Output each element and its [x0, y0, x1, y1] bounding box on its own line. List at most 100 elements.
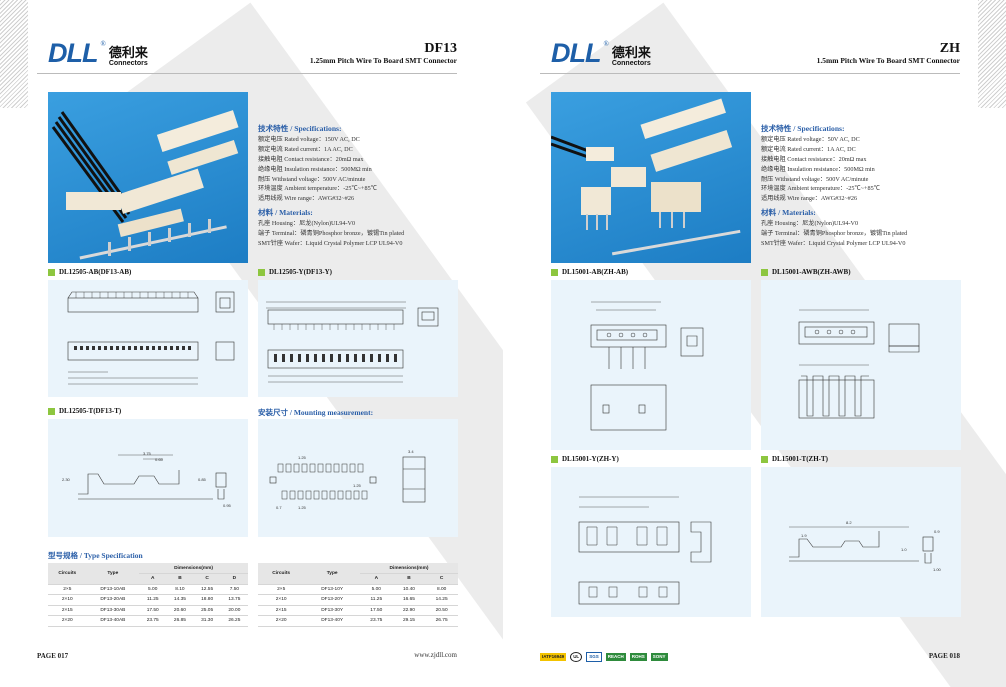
dim-label: 3.75 — [143, 451, 152, 456]
table-cell: 17.50 — [139, 605, 167, 616]
table-cell: 17.50 — [359, 605, 393, 616]
drawing-awb — [761, 280, 961, 450]
figure-label-ab: DL12505-AB(DF13-AB) — [48, 268, 131, 276]
table-cell: 31.30 — [193, 615, 221, 627]
col-header: Dimensions(mm) — [359, 563, 458, 574]
figure-label-text: DL15001-Y(ZH-Y) — [562, 455, 619, 463]
table-cell: DF13-30Y — [304, 605, 360, 616]
spec-line: 适用线规 Wire range：AWG#32~#26 — [258, 195, 355, 203]
model-subtitle: 1.25mm Pitch Wire To Board SMT Connector — [309, 56, 457, 65]
product-photo — [48, 92, 248, 263]
col-header: B — [392, 573, 426, 585]
decorative-stripe — [978, 0, 1006, 108]
brand-sub: Connectors — [611, 60, 651, 67]
dim-label: 8.2 — [846, 520, 852, 525]
green-square-icon — [761, 268, 768, 276]
col-header: Dimensions(mm) — [139, 563, 248, 574]
table-cell: 25.05 — [193, 605, 221, 616]
table-cell: 23.75 — [359, 615, 393, 627]
table-cell: 5.00 — [139, 584, 167, 595]
drawing-y — [551, 467, 751, 617]
spec-line: 额定电流 Rated current：1A AC, DC — [258, 145, 353, 153]
website-url[interactable]: www.zjdll.com — [414, 651, 457, 659]
spec-line: 适用线规 Wire range：AWG#32~#26 — [761, 195, 858, 203]
decorative-stripe — [0, 0, 28, 108]
table-cell: 13.75 — [220, 594, 248, 606]
table-cell: 2×10 — [48, 594, 87, 606]
col-header: D — [220, 573, 248, 585]
col-header: Circuits — [48, 563, 87, 585]
table-cell: 2×20 — [258, 615, 305, 627]
spec-title: 技术特性 / Specifications: — [761, 124, 845, 133]
table-cell: 26.25 — [220, 615, 248, 627]
figure-label-t: DL15001-T(ZH-T) — [761, 455, 828, 463]
type-spec-text: 型号规格 / Type Specification — [48, 551, 143, 560]
table-cell: 22.90 — [392, 605, 426, 616]
table-cell: 7.50 — [220, 584, 248, 595]
figure-label-ab: DL15001-AB(ZH-AB) — [551, 268, 628, 276]
table-cell: 20.60 — [166, 605, 194, 616]
table-cell: 11.25 — [139, 594, 167, 606]
table-cell: 2×5 — [48, 584, 87, 595]
specifications-block: 技术特性 / Specifications: 额定电压 Rated voltag… — [761, 124, 981, 249]
dim-label: 0.7 — [276, 505, 282, 510]
material-line: 端子 Terminal：磷青铜Phosphor bronze，镀锡Tin pla… — [258, 230, 405, 238]
page-number: PAGE 018 — [928, 652, 960, 660]
spec-line: 额定电流 Rated current：1A AC, DC — [761, 145, 856, 153]
col-header: C — [425, 573, 458, 585]
drawing-ab — [551, 280, 751, 450]
table-cell: 20.50 — [425, 605, 458, 616]
col-header: C — [193, 573, 221, 585]
dim-label: 2.30 — [62, 477, 71, 482]
materials-title: 材料 / Materials: — [761, 208, 816, 218]
brand-name: DLL — [48, 38, 98, 68]
dim-label: 1.9 — [801, 533, 807, 538]
spec-line: 环境温度 Ambient temperature：-25℃~+85℃ — [258, 185, 377, 193]
table-cell: 18.80 — [193, 594, 221, 606]
dim-label: 1.25 — [353, 483, 362, 488]
table-cell: 8.00 — [425, 584, 458, 595]
page-number: PAGE 017 — [37, 652, 69, 660]
drawing-mount: 1.25 1.25 1.25 0.7 3.4 — [258, 419, 458, 537]
table-cell: 29.15 — [392, 615, 426, 627]
table-cell: 2×20 — [48, 615, 87, 627]
dim-label: 1.25 — [298, 455, 307, 460]
header-rule — [540, 73, 960, 74]
brand-chinese: 德利来 — [108, 46, 148, 61]
table-cell: 14.35 — [166, 594, 194, 606]
figure-label-y: DL15001-Y(ZH-Y) — [551, 455, 619, 463]
material-line: 孔座 Housing：尼龙(Nylon)UL94-V0 — [258, 220, 356, 228]
table-cell: 8.10 — [166, 584, 194, 595]
registered-mark: ® — [100, 40, 106, 48]
material-line: 孔座 Housing：尼龙(Nylon)UL94-V0 — [761, 220, 859, 228]
table-cell: 26.85 — [166, 615, 194, 627]
sony-logo: SONY — [650, 653, 668, 661]
table-cell: DF13-40AB — [86, 615, 140, 627]
col-header: B — [166, 573, 194, 585]
table-cell: DF13-20AB — [86, 594, 140, 606]
spec-line: 额定电压 Rated voltage：50V AC, DC — [761, 135, 860, 143]
col-header: Circuits — [258, 563, 305, 585]
figure-label-text: DL12505-Y(DF13-Y) — [269, 268, 332, 276]
material-line: SMT针座 Wafer：Liquid Crystal Polymer LCP U… — [761, 239, 906, 247]
spec-line: 耐压 Withstand voltage：500V AC/minute — [258, 175, 366, 183]
table-cell: 26.75 — [425, 615, 458, 627]
material-line: 端子 Terminal：磷青铜Phosphor bronze，镀锡Tin pla… — [761, 230, 908, 238]
green-square-icon — [258, 268, 265, 276]
materials-title: 材料 / Materials: — [258, 208, 313, 218]
spec-line: 耐压 Withstand voltage：500V AC/minute — [761, 175, 869, 183]
green-square-icon — [761, 455, 768, 463]
table-cell: 2×15 — [258, 605, 305, 616]
header-rule — [37, 73, 457, 74]
product-photo — [551, 92, 751, 263]
table-cell: 2×10 — [258, 594, 305, 606]
model-title: ZH — [939, 41, 960, 56]
dim-label: 0.65 — [155, 457, 164, 462]
table-cell: 2×15 — [48, 605, 87, 616]
